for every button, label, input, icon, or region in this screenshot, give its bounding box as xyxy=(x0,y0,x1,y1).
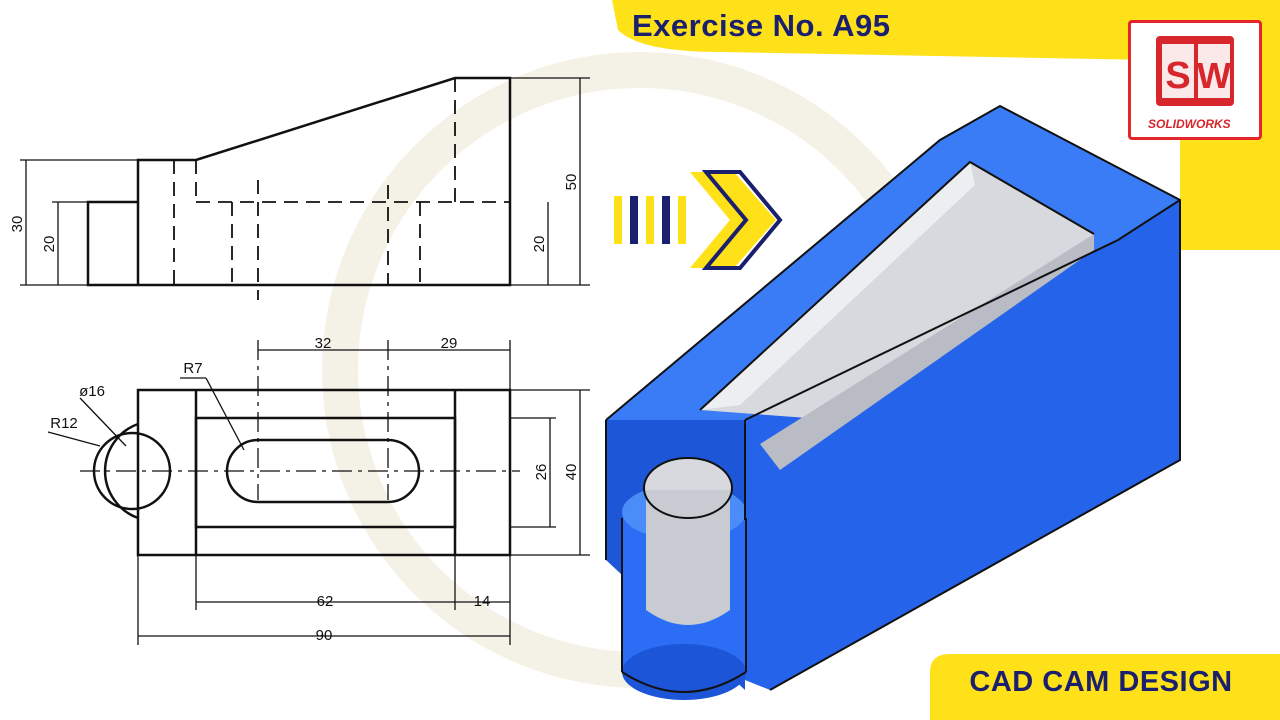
bottom-yellow-banner xyxy=(930,654,1280,720)
dim-boss-height: 20 xyxy=(41,236,58,253)
dim-overall-height: 30 xyxy=(9,216,26,233)
exercise-title: Exercise No. A95 xyxy=(632,8,891,43)
dim-slot-width: 26 xyxy=(533,464,550,481)
solidworks-wordmark: SOLIDWORKS xyxy=(1148,117,1231,131)
front-view-hidden-lines xyxy=(173,78,510,300)
dim-right-inner: 20 xyxy=(531,236,548,253)
arrow-stripes xyxy=(614,196,686,244)
dim-boss-radius: R12 xyxy=(50,415,78,432)
top-view-dimensions xyxy=(47,340,590,645)
dim-slot-radius: R7 xyxy=(183,360,202,377)
arrow-head xyxy=(690,172,776,268)
dim-right-height: 50 xyxy=(563,174,580,191)
front-view-dimensions xyxy=(20,77,590,286)
part-edges xyxy=(605,104,1181,693)
dim-right-wall: 14 xyxy=(474,593,491,610)
dim-hole-diameter: ø16 xyxy=(79,383,105,400)
brand-footer: CAD CAM DESIGN xyxy=(969,666,1233,698)
top-view-centerlines xyxy=(80,340,520,500)
dim-overall-depth: 40 xyxy=(563,464,580,481)
dim-slot-center-span: 32 xyxy=(315,335,332,352)
part-cavity xyxy=(700,162,1094,420)
dim-overall-length: 90 xyxy=(316,627,333,644)
dim-inner-length: 62 xyxy=(317,593,334,610)
dim-right-offset: 29 xyxy=(441,335,458,352)
